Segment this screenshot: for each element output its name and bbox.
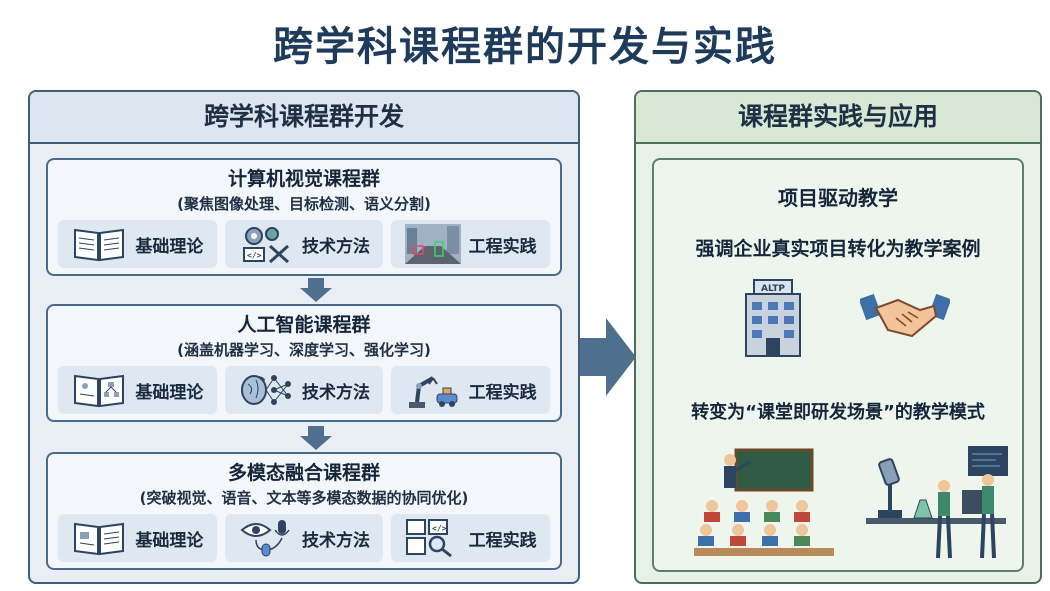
- card-engineering-practice: 工程实践: [391, 220, 551, 268]
- section-heading: 项目驱动教学: [778, 186, 898, 210]
- building-sign: ALTP: [761, 284, 785, 294]
- card-label: 技术方法: [302, 236, 370, 257]
- card-label: 技术方法: [302, 530, 370, 551]
- card-technical-methods: 技术方法: [224, 366, 384, 414]
- group-subtitle: (涵盖机器学习、深度学习、强化学习): [177, 341, 431, 359]
- card-technical-methods: </> 技术方法: [224, 220, 384, 268]
- book-icon: [74, 522, 125, 556]
- card-label: 基础理论: [135, 236, 204, 257]
- multimodal-fusion-group: 多模态融合课程群 (突破视觉、语音、文本等多模态数据的协同优化) 基础理论: [46, 452, 562, 570]
- curriculum-development-panel: 跨学科课程群开发 计算机视觉课程群 (聚焦图像处理、目标检测、语义分割) 基础理…: [28, 90, 580, 584]
- card-technical-methods: 技术方法: [224, 514, 384, 562]
- page-title: 跨学科课程群的开发与实践: [273, 24, 777, 70]
- card-label: 基础理论: [135, 530, 204, 551]
- project-driven-teaching-box: 项目驱动教学 强调企业真实项目转化为教学案例 ALTP 转变为“课堂即研发场景”…: [652, 158, 1024, 572]
- handshake-icon: [860, 293, 950, 338]
- lab-research-icon: [866, 446, 1008, 559]
- gears-code-icon: </>: [243, 227, 289, 264]
- brain-network-icon: [241, 375, 291, 405]
- card-basic-theory: 基础理论: [58, 366, 217, 414]
- card-label: 工程实践: [468, 530, 537, 551]
- card-basic-theory: 基础理论: [58, 514, 217, 562]
- book-icon: [74, 228, 125, 262]
- card-basic-theory: 基础理论: [58, 220, 217, 268]
- card-label: 工程实践: [468, 382, 537, 403]
- svg-text:</>: </>: [247, 251, 262, 260]
- book-flowchart-icon: [74, 374, 125, 408]
- group-title: 计算机视觉课程群: [227, 168, 380, 190]
- card-engineering-practice: </> 工程实践: [391, 514, 551, 562]
- card-label: 技术方法: [302, 382, 370, 403]
- group-title: 人工智能课程群: [237, 314, 371, 336]
- eye-mic-icon: [240, 520, 290, 557]
- teaching-mode-text: 转变为“课堂即研发场景”的教学模式: [691, 402, 985, 423]
- practice-application-panel: 课程群实践与应用 项目驱动教学 强调企业真实项目转化为教学案例 ALTP 转变为…: [634, 90, 1042, 584]
- computer-vision-group: 计算机视觉课程群 (聚焦图像处理、目标检测、语义分割) 基础理论: [46, 158, 562, 276]
- right-panel-header: 课程群实践与应用: [636, 92, 1040, 144]
- street-detection-photo-icon: [404, 224, 461, 264]
- classroom-icon: [694, 448, 834, 556]
- card-label: 基础理论: [135, 382, 204, 403]
- group-subtitle: (聚焦图像处理、目标检测、语义分割): [177, 195, 431, 213]
- down-arrow-icon: [300, 426, 332, 450]
- enterprise-projects-text: 强调企业真实项目转化为教学案例: [695, 238, 981, 260]
- office-building-icon: ALTP: [745, 279, 801, 357]
- screen-search-icon: </>: [405, 519, 452, 558]
- card-label: 工程实践: [468, 236, 537, 257]
- down-arrow-icon: [300, 278, 332, 302]
- right-arrow-icon: [580, 318, 636, 396]
- artificial-intelligence-group: 人工智能课程群 (涵盖机器学习、深度学习、强化学习) 基础理论: [46, 304, 562, 422]
- group-subtitle: (突破视觉、语音、文本等多模态数据的协同优化): [139, 489, 469, 507]
- group-title: 多模态融合课程群: [227, 462, 380, 484]
- card-engineering-practice: 工程实践: [391, 366, 551, 414]
- svg-text:</>: </>: [432, 524, 447, 533]
- robot-arm-car-icon: [408, 376, 458, 408]
- left-panel-header: 跨学科课程群开发: [30, 92, 578, 144]
